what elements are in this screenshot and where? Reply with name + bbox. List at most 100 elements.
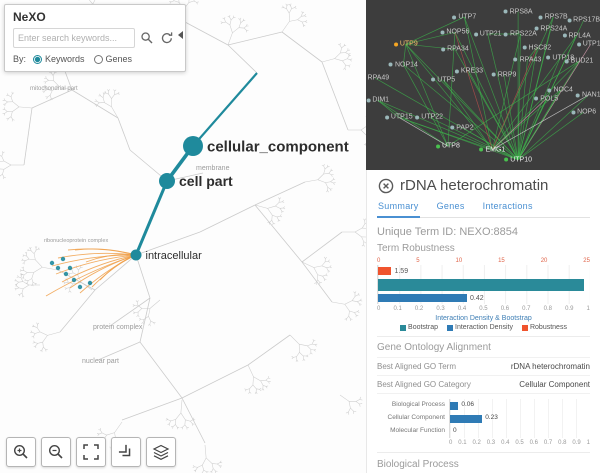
- tree-gene-node[interactable]: [55, 265, 61, 271]
- network-node[interactable]: UTP5: [431, 76, 455, 83]
- radio-keywords[interactable]: [33, 54, 43, 64]
- tree-gene-node[interactable]: [49, 260, 55, 266]
- tree-branch: [345, 411, 349, 414]
- tree-branch: [278, 201, 283, 203]
- tree-branch: [129, 149, 168, 182]
- network-node[interactable]: UTP15: [384, 114, 413, 121]
- network-node[interactable]: NOC4: [547, 87, 573, 94]
- network-node[interactable]: UTP10: [504, 156, 532, 163]
- node-label: RPS17B: [573, 16, 600, 24]
- tree-gene-node[interactable]: [67, 265, 73, 271]
- network-node[interactable]: RPS7B: [538, 14, 568, 21]
- search-input[interactable]: [13, 28, 135, 48]
- tree-branch: [23, 272, 28, 276]
- tree-branch: [6, 94, 9, 97]
- close-icon[interactable]: [377, 177, 394, 194]
- network-node[interactable]: KRE33: [454, 68, 483, 75]
- tab-summary[interactable]: Summary: [377, 197, 420, 218]
- tree-branch: [360, 129, 366, 136]
- reset-icon[interactable]: [158, 30, 175, 47]
- tree-term-node[interactable]: [183, 136, 203, 156]
- network-node[interactable]: POL5: [534, 95, 558, 102]
- tree-branch: [78, 267, 81, 271]
- tree-branch: [12, 119, 15, 121]
- tree-gene-node[interactable]: [77, 284, 83, 290]
- tab-interactions[interactable]: Interactions: [482, 201, 533, 211]
- zoom-out-button[interactable]: [41, 437, 71, 467]
- tree-gene-node[interactable]: [87, 280, 93, 286]
- network-node[interactable]: RPA34: [441, 46, 469, 53]
- node-label: RPA49: [367, 74, 390, 82]
- tree-branch: [348, 65, 351, 68]
- tree-branch: [254, 181, 306, 206]
- network-node[interactable]: UTP7: [452, 14, 476, 21]
- tree-branch: [209, 471, 212, 473]
- node-dot: [513, 57, 518, 62]
- network-node[interactable]: RPA43: [513, 56, 541, 63]
- network-node[interactable]: UTP8: [435, 143, 460, 150]
- tree-branch: [81, 282, 93, 291]
- tree-branch: [246, 23, 248, 27]
- tree-branch: [279, 197, 281, 200]
- tree-branch: [114, 89, 117, 92]
- collapse-caret-icon[interactable]: [178, 31, 183, 39]
- tree-branch: [254, 391, 257, 394]
- network-node[interactable]: UTP18: [546, 54, 574, 61]
- tree-branch: [175, 424, 178, 428]
- tree-branch: [22, 281, 30, 286]
- tree-branch: [361, 236, 364, 242]
- network-node[interactable]: UTP22: [415, 114, 443, 121]
- node-dot: [454, 69, 459, 74]
- tab-genes[interactable]: Genes: [436, 201, 465, 211]
- network-node[interactable]: EMG1: [479, 146, 505, 153]
- tree-gene-node[interactable]: [71, 277, 77, 283]
- network-node[interactable]: HSC82: [522, 44, 551, 51]
- network-node[interactable]: UTP21: [473, 31, 502, 38]
- tree-branch: [23, 107, 33, 166]
- network-node[interactable]: NOP14: [388, 61, 418, 68]
- tree-branch: [52, 86, 60, 91]
- network-node[interactable]: NAN1: [575, 92, 600, 99]
- tree-term-node[interactable]: [159, 173, 175, 189]
- network-node[interactable]: RPS17B: [567, 17, 600, 24]
- network-node[interactable]: DIM1: [366, 97, 389, 104]
- tree-branch: [52, 72, 55, 76]
- tree-gene-node[interactable]: [63, 271, 69, 277]
- tree-branch-label: nuclear part: [82, 358, 119, 365]
- expand-button[interactable]: [111, 437, 141, 467]
- tree-branch: [227, 44, 258, 74]
- search-by-genes[interactable]: Genes: [93, 54, 132, 64]
- network-node[interactable]: RRP9: [491, 71, 516, 78]
- tree-branch: [361, 244, 364, 247]
- search-icon[interactable]: [138, 30, 155, 47]
- network-node[interactable]: BUD21: [564, 58, 593, 65]
- tree-branch: [69, 272, 74, 274]
- network-node[interactable]: UTP13: [576, 41, 600, 48]
- tree-branch: [202, 465, 205, 471]
- fit-to-screen-button[interactable]: [76, 437, 106, 467]
- tree-branch: [247, 334, 291, 366]
- tree-branch: [360, 300, 363, 302]
- network-node[interactable]: PAP2: [450, 124, 474, 131]
- network-node[interactable]: UTP9: [393, 41, 418, 48]
- network-node[interactable]: RPL4A: [562, 32, 591, 39]
- radio-genes[interactable]: [93, 54, 103, 64]
- tree-branch: [277, 219, 279, 222]
- zoom-in-button[interactable]: [6, 437, 36, 467]
- network-node[interactable]: RPA49: [366, 74, 390, 82]
- tree-branch: [325, 181, 331, 183]
- tree-branch: [317, 279, 320, 283]
- tree-branch: [193, 0, 195, 2]
- network-node[interactable]: RPS22A: [504, 31, 537, 38]
- tree-gene-node[interactable]: [60, 256, 66, 262]
- network-node[interactable]: RPS24A: [534, 25, 567, 32]
- layers-button[interactable]: [146, 437, 176, 467]
- network-node[interactable]: NOP6: [571, 109, 596, 116]
- search-by-keywords[interactable]: Keywords: [33, 54, 85, 64]
- network-node[interactable]: NOP56: [440, 29, 469, 36]
- network-node[interactable]: RPS8A: [503, 8, 533, 15]
- tree-branch: [4, 111, 8, 114]
- tree-term-node[interactable]: [130, 249, 142, 261]
